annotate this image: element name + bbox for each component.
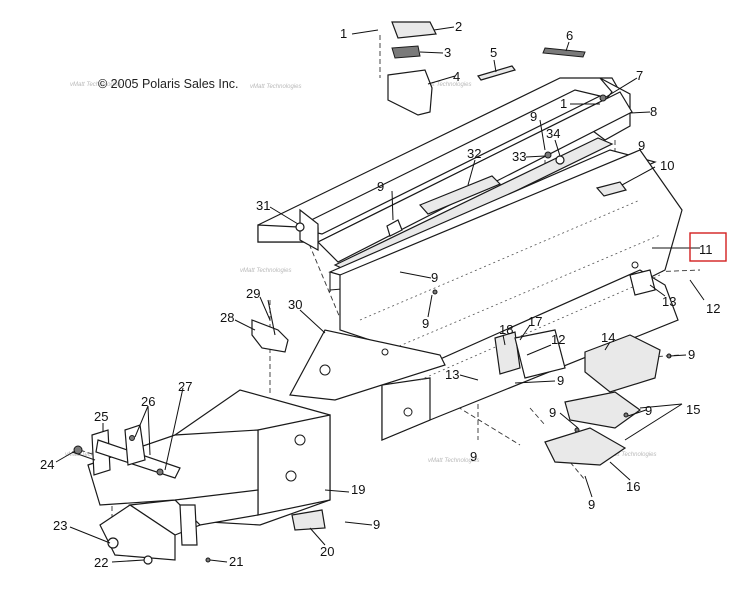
watermark: vMatt Technologies <box>250 84 301 90</box>
callout-28[interactable]: 28 <box>220 310 234 325</box>
foot-well-panel <box>87 389 331 561</box>
callout-33[interactable]: 33 <box>512 149 526 164</box>
callout-9a[interactable]: 9 <box>530 109 537 124</box>
callout-26[interactable]: 26 <box>141 394 155 409</box>
callout-9b[interactable]: 9 <box>638 138 645 153</box>
callout-30[interactable]: 30 <box>288 297 302 312</box>
callout-10[interactable]: 10 <box>660 158 674 173</box>
callout-9k[interactable]: 9 <box>588 497 595 512</box>
callout-1b[interactable]: 1 <box>560 96 567 111</box>
callout-9l[interactable]: 9 <box>373 517 380 532</box>
watermark: vMatt Technologies <box>428 458 479 464</box>
callout-27[interactable]: 27 <box>178 379 192 394</box>
callout-11[interactable]: 11 <box>699 242 713 257</box>
copyright-text: © 2005 Polaris Sales Inc. <box>98 77 239 91</box>
callout-2[interactable]: 2 <box>455 19 462 34</box>
callout-29[interactable]: 29 <box>246 286 260 301</box>
callout-14[interactable]: 14 <box>601 330 615 345</box>
callout-7[interactable]: 7 <box>636 68 643 83</box>
callout-6[interactable]: 6 <box>566 28 573 43</box>
callout-23[interactable]: 23 <box>53 518 67 533</box>
callout-5[interactable]: 5 <box>490 45 497 60</box>
callout-3[interactable]: 3 <box>444 45 451 60</box>
watermark: vMatt Technologies <box>240 268 291 274</box>
callout-13b[interactable]: 13 <box>445 367 459 382</box>
callout-15[interactable]: 15 <box>686 402 700 417</box>
callout-19[interactable]: 19 <box>351 482 365 497</box>
brake-pedal-assembly <box>71 424 181 479</box>
callout-32[interactable]: 32 <box>467 146 481 161</box>
callout-22[interactable]: 22 <box>94 555 108 570</box>
watermark: vMatt Technologies <box>420 82 471 88</box>
callout-8[interactable]: 8 <box>650 104 657 119</box>
callout-9j[interactable]: 9 <box>470 449 477 464</box>
callout-24[interactable]: 24 <box>40 457 54 472</box>
callout-9h[interactable]: 9 <box>645 403 652 418</box>
callout-13a[interactable]: 13 <box>662 294 676 309</box>
callout-labels: 1 2 3 4 5 6 7 1 8 9 34 33 32 9 10 31 9 1… <box>40 19 720 570</box>
callout-9d[interactable]: 9 <box>431 270 438 285</box>
callout-12b[interactable]: 12 <box>551 332 565 347</box>
watermark: vMatt Technologies <box>605 452 656 458</box>
left-side-panel <box>289 329 446 401</box>
callout-9c[interactable]: 9 <box>377 179 384 194</box>
callout-20[interactable]: 20 <box>320 544 334 559</box>
callout-9f[interactable]: 9 <box>557 373 564 388</box>
callout-34[interactable]: 34 <box>546 126 560 141</box>
callout-9g[interactable]: 9 <box>688 347 695 362</box>
callout-1[interactable]: 1 <box>340 26 347 41</box>
callout-17[interactable]: 17 <box>528 314 542 329</box>
callout-21[interactable]: 21 <box>229 554 243 569</box>
callout-leaders <box>55 26 705 563</box>
highlighted-callout-box <box>689 232 727 262</box>
callout-25[interactable]: 25 <box>94 409 108 424</box>
callout-16[interactable]: 16 <box>626 479 640 494</box>
callout-9e[interactable]: 9 <box>422 316 429 331</box>
callout-18[interactable]: 18 <box>499 322 513 337</box>
callout-31[interactable]: 31 <box>256 198 270 213</box>
callout-12a[interactable]: 12 <box>706 301 720 316</box>
watermark: vMatt Technologies <box>70 82 121 88</box>
callout-4[interactable]: 4 <box>453 69 460 84</box>
callout-9i[interactable]: 9 <box>549 405 556 420</box>
watermark: vMatt Technologies <box>65 452 116 458</box>
